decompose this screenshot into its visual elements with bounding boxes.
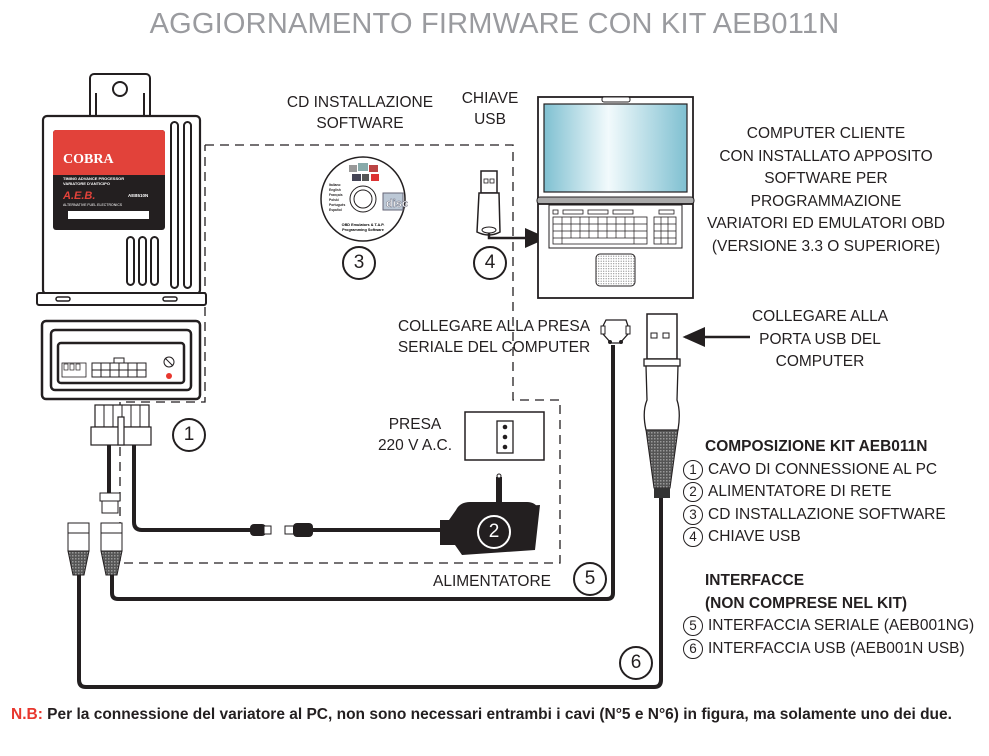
kit-boundary-dashed: [119, 144, 561, 564]
svg-text:Français: Français: [329, 193, 343, 197]
interfaces-heading-1: INTERFACCE: [705, 572, 805, 589]
footnote-prefix: N.B:: [11, 706, 43, 723]
badge-1: 1: [172, 418, 206, 452]
cd-disc: disc Italiano English Français Polski Po…: [320, 156, 408, 242]
badge-3: 3: [342, 246, 376, 280]
cd-caption-2: Programming Software: [342, 228, 384, 232]
device-model: AEB510N: [128, 193, 148, 198]
dip-switch: [61, 362, 87, 378]
power-supply-label: ALIMENTATORE: [433, 573, 551, 590]
pc-cable-connector: [90, 404, 152, 446]
splitter-connectors: [67, 492, 123, 576]
status-led: [166, 373, 172, 379]
device-brand: COBRA: [63, 152, 114, 167]
badge-5: 5: [573, 562, 607, 596]
laptop: [536, 96, 695, 299]
badge-4: 4: [473, 246, 507, 280]
device-connector-face: [40, 319, 202, 401]
svg-text:English: English: [329, 188, 341, 192]
usb-cable-6: [77, 497, 663, 689]
device-logo: A.E.B.: [62, 190, 95, 202]
wall-outlet: [464, 411, 545, 461]
svg-text:Español: Español: [329, 208, 342, 212]
interfaces-heading-2: (NON COMPRESE NEL KIT): [705, 594, 908, 612]
serial-connector: [600, 319, 631, 344]
usb-key: [476, 170, 548, 248]
svg-text:Italiano: Italiano: [329, 183, 341, 187]
page-title: AGGIORNAMENTO FIRMWARE CON KIT AEB011N: [149, 8, 840, 40]
cd-caption-1: OBD Emulators & T.A.P.: [342, 223, 385, 227]
computer-label: COMPUTER CLIENTE CON INSTALLATO APPOSITO…: [707, 125, 945, 255]
dc-jack: [250, 523, 313, 537]
footnote: N.B: Per la connessione del variatore al…: [11, 703, 971, 726]
badge-2: 2: [477, 515, 511, 549]
svg-text:Português: Português: [329, 203, 345, 207]
device-subtitle-1: TIMING ADVANCE PROCESSOR: [63, 176, 124, 181]
cd-disc-logo: disc: [386, 198, 408, 210]
serial-cable-5: [110, 345, 615, 601]
power-cable-device-side: [132, 445, 254, 532]
svg-text:Polski: Polski: [329, 198, 339, 202]
badge-6: 6: [619, 646, 653, 680]
cables: [77, 345, 663, 689]
device-subtitle-2: VARIATORE D'ANTICIPO: [63, 181, 110, 186]
device-tagline: ALTERNATIVE FUEL ELECTRONICS: [63, 203, 123, 207]
pin-connector: [91, 357, 147, 378]
usb-plug: [643, 313, 681, 498]
cobra-device: COBRA TIMING ADVANCE PROCESSOR VARIATORE…: [36, 73, 207, 306]
footnote-text: Per la connessione del variatore al PC, …: [42, 706, 952, 723]
kit-legend-heading: COMPOSIZIONE KIT AEB011N: [705, 438, 928, 455]
